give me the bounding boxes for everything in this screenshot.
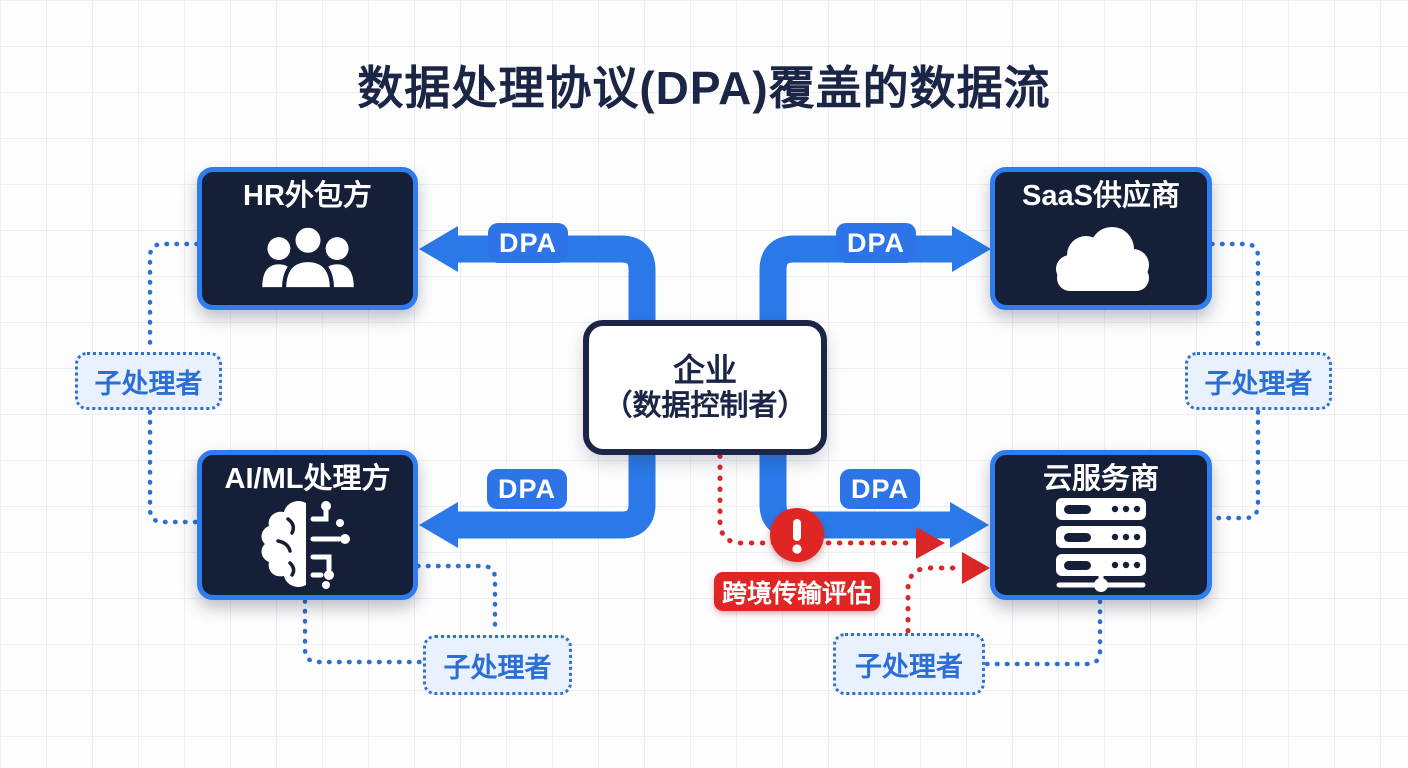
node-hr-label: HR外包方 [243,180,372,212]
dpa-label-aiml: DPA [487,469,567,509]
dotted-link-aiml-right-to-bottom-subprocessor [415,563,498,636]
node-hr-outsourcer: HR外包方 [197,167,418,310]
node-cloud-provider: 云服务商 [990,450,1212,600]
subprocessor-label-bottom-left: 子处理者 [423,635,572,695]
arrowhead-to-saas [952,226,991,272]
subprocessor-label-left: 子处理者 [75,352,222,410]
node-saas-label: SaaS供应商 [1022,180,1180,212]
red-arrowhead-upper [916,527,945,559]
dotted-link-left-subprocessor-to-aiml [147,409,200,525]
center-node-line1: 企业 [672,351,737,388]
red-dotted-center-to-cloud [717,453,917,546]
dotted-link-saas-to-right-subprocessor [1209,241,1261,353]
page-title: 数据处理协议(DPA)覆盖的数据流 [357,62,1051,114]
arrowhead-to-hr [419,226,458,272]
server-stack-icon [995,496,1207,595]
node-cloud-label: 云服务商 [1042,463,1159,495]
node-enterprise-controller: 企业 （数据控制者） [583,320,827,455]
node-aiml-label: AI/ML处理方 [224,463,391,495]
people-group-icon [202,213,413,305]
dotted-link-hr-to-left-subprocessor [147,241,200,353]
dotted-link-aiml-bottom-to-bottom-subprocessor [302,598,424,665]
red-dotted-subprocessor-to-cloud [905,565,963,634]
node-aiml-processor: AI/ML处理方 [197,450,418,600]
center-node-line2: （数据控制者） [603,390,807,423]
exclamation-warning-icon [770,508,824,562]
arrow-center-to-aiml [458,423,656,539]
brain-circuit-icon [202,496,413,595]
dotted-link-right-subprocessor-to-cloud [1209,409,1261,521]
dpa-label-cloud: DPA [840,469,920,509]
arrowhead-to-aiml [419,502,458,548]
arrow-center-to-hr [458,235,656,352]
arrowhead-to-cloud [950,502,989,548]
subprocessor-label-right: 子处理者 [1185,352,1332,410]
cloud-icon [995,213,1207,305]
node-saas-vendor: SaaS供应商 [990,167,1212,310]
subprocessor-label-bottom-right: 子处理者 [833,633,985,695]
arrow-center-to-saas [759,235,952,352]
red-arrowhead-lower [962,552,990,584]
dotted-link-bottom-right-subprocessor-to-cloud [984,598,1103,667]
dpa-label-saas: DPA [836,223,916,263]
dpa-label-hr: DPA [488,223,568,263]
cross-border-assessment-badge: 跨境传输评估 [714,572,880,611]
